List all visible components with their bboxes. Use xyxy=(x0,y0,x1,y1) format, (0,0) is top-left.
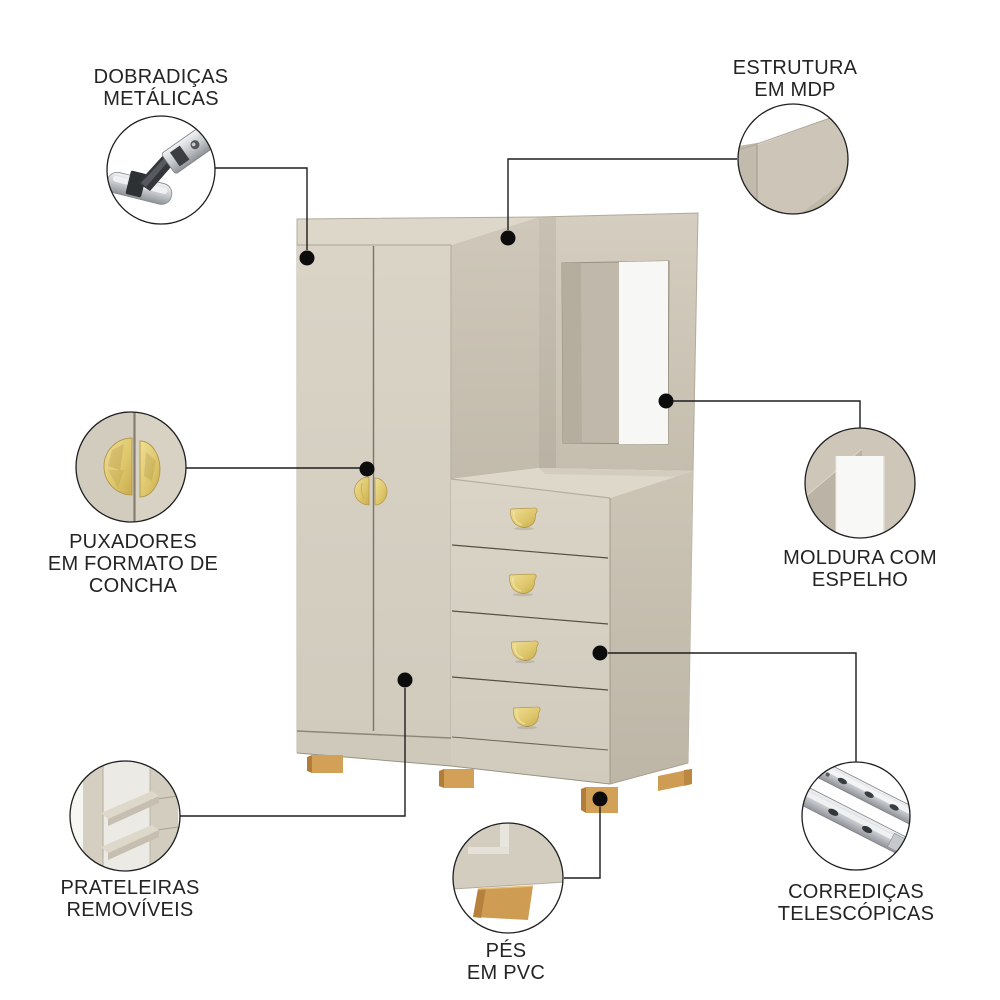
label-hinges-line2: METÁLICAS xyxy=(103,88,219,110)
leader-hinges xyxy=(215,167,308,250)
label-mirror-line2: ESPELHO xyxy=(811,569,909,591)
removable-shelves-icon xyxy=(69,760,181,872)
label-slides-line1: CORREDIÇAS xyxy=(788,881,924,903)
anchor-shelves xyxy=(397,672,413,688)
wardrobe-side-panel xyxy=(451,217,539,479)
foot-middle xyxy=(439,769,474,788)
label-shelves-line2: REMOVÍVEIS xyxy=(66,899,194,921)
pvc-foot-icon xyxy=(452,822,564,934)
anchor-handles xyxy=(359,461,375,477)
door-handles xyxy=(354,476,388,506)
drawer-seam-2 xyxy=(451,610,609,625)
foot-front-left xyxy=(307,755,343,773)
telescopic-slides-icon xyxy=(801,761,911,871)
label-handles-line1: PUXADORES xyxy=(69,531,197,553)
mirror xyxy=(561,260,670,445)
label-handles: PUXADORES EM FORMATO DE CONCHA xyxy=(48,531,218,597)
feet xyxy=(307,755,692,813)
wardrobe-top-surface xyxy=(297,217,539,245)
label-mirror-line1: MOLDURA COM xyxy=(783,547,937,569)
mdp-panel-corner-icon xyxy=(737,103,849,215)
leader-structure xyxy=(507,158,737,230)
drawer-seam-3 xyxy=(451,676,609,691)
anchor-hinges xyxy=(299,250,315,266)
leader-shelves xyxy=(180,688,406,817)
leader-feet xyxy=(564,807,601,879)
leader-mirror xyxy=(673,400,861,428)
label-mirror: MOLDURA COM ESPELHO xyxy=(783,547,937,591)
label-hinges: DOBRADIÇAS METÁLICAS xyxy=(94,66,229,110)
anchor-feet xyxy=(592,791,608,807)
label-feet: PÉS EM PVC xyxy=(467,940,545,984)
wardrobe-body xyxy=(296,212,699,767)
label-slides: CORREDIÇAS TELESCÓPICAS xyxy=(778,881,934,925)
label-feet-line2: EM PVC xyxy=(466,962,546,984)
label-structure-line2: EM MDP xyxy=(754,79,836,101)
label-feet-line1: PÉS xyxy=(485,940,527,962)
leader-lines xyxy=(180,158,861,879)
label-structure-line1: ESTRUTURA xyxy=(732,57,858,79)
drawer-seam-4 xyxy=(451,736,609,751)
anchor-mirror xyxy=(658,393,674,409)
label-shelves-line1: PRATELEIRAS xyxy=(60,877,200,899)
leader-slides xyxy=(608,652,857,762)
dresser-side-panel xyxy=(610,471,693,784)
anchor-slides xyxy=(592,645,608,661)
label-handles-line3: CONCHA xyxy=(88,575,178,597)
dresser-body xyxy=(450,468,693,785)
anchor-dots xyxy=(299,230,674,807)
dresser-top-surface xyxy=(451,468,693,498)
shell-handles-icon xyxy=(75,411,187,523)
metal-hinge-icon xyxy=(106,115,216,225)
label-hinges-line1: DOBRADIÇAS xyxy=(93,66,229,88)
label-handles-line2: EM FORMATO DE xyxy=(47,553,219,575)
label-structure: ESTRUTURA EM MDP xyxy=(733,57,857,101)
label-slides-line2: TELESCÓPICAS xyxy=(777,903,935,925)
label-shelves: PRATELEIRAS REMOVÍVEIS xyxy=(60,877,199,921)
foot-back-right xyxy=(658,769,692,791)
anchor-structure xyxy=(500,230,516,246)
drawer-seam-1 xyxy=(451,544,609,559)
wardrobe-base xyxy=(297,731,451,766)
mirror-frame-icon xyxy=(804,427,916,539)
